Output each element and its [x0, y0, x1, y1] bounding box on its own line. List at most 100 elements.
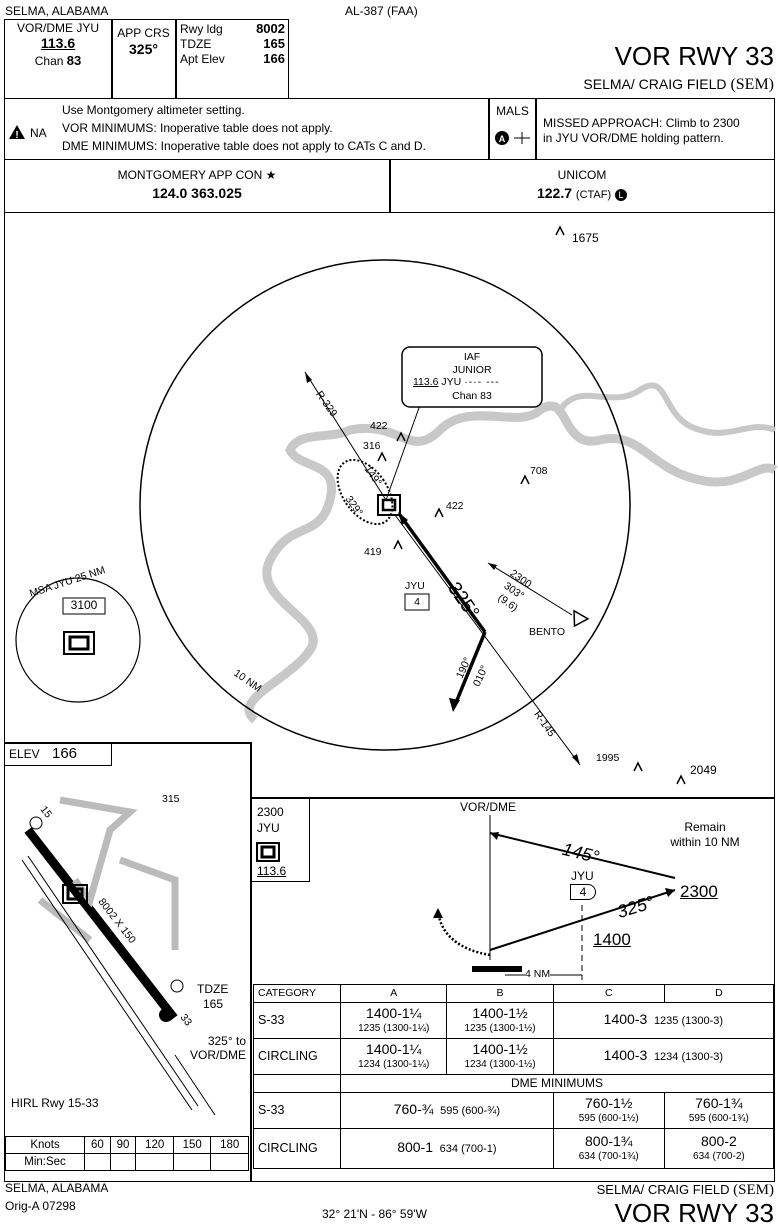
profile-alt: 2300	[257, 805, 284, 819]
river-branch	[557, 382, 777, 436]
dme-circ-c-main: 800-1¾	[585, 1132, 633, 1149]
circ-cd-sub: 1234 (1300-3)	[653, 1051, 724, 1063]
iaf-box	[401, 346, 543, 408]
junior-id: JYU	[441, 376, 462, 388]
vor-dme-icon	[377, 494, 401, 516]
morse-icon: ·-·- ---	[464, 376, 500, 388]
mals-label: MALS	[496, 104, 529, 118]
rwy15-lighting-icon	[29, 816, 43, 830]
profile-runway	[472, 966, 522, 972]
unicom-freq-row: 122.7 (CTAF) L	[390, 185, 774, 201]
app-crs-label: APP CRS	[117, 26, 170, 40]
knots-90: 90	[109, 1136, 137, 1154]
dme-s33-label: S-33	[252, 1092, 342, 1129]
jyu-dme-label: JYU	[405, 580, 425, 592]
runway-15-33	[24, 827, 178, 1021]
junior-label: JUNIOR	[452, 364, 492, 376]
hirl-label: HIRL Rwy 15-33	[11, 1096, 99, 1110]
circ-b-sub: 1234 (1300-1½)	[464, 1058, 536, 1070]
profile-dme: 4	[570, 884, 596, 900]
knots-60: 60	[84, 1136, 111, 1154]
missed-line-2: in JYU VOR/DME holding pattern.	[543, 131, 724, 145]
elev-value: 166	[52, 745, 78, 762]
note-line-2: VOR MINIMUMS: Inoperative table does not…	[62, 121, 333, 135]
airport-name: SELMA/ CRAIG FIELD	[583, 76, 727, 92]
row-circling-label: CIRCLING	[252, 1038, 342, 1075]
crs-note-2: VOR/DME	[189, 1048, 246, 1062]
rwy33-approach-light-icon	[159, 1008, 173, 1022]
final-course-line	[398, 513, 487, 634]
s33-cd-sub: 1235 (1300-3)	[653, 1015, 724, 1027]
jyu-dme-value: 4	[414, 596, 420, 608]
chart-airport: SELMA/ CRAIG FIELD (SEM)	[420, 76, 774, 94]
obstacle-icons	[377, 225, 686, 785]
footer-coords: 32° 21'N - 86° 59'W	[322, 1207, 427, 1221]
footer-orig: Orig-A 07298	[5, 1199, 76, 1213]
header-location: SELMA, ALABAMA	[5, 4, 109, 18]
app-con-freq: 124.0 363.025	[152, 185, 242, 201]
unicom-label: UNICOM	[557, 168, 607, 182]
elev-419: 419	[364, 546, 382, 558]
unicom-ctaf: (CTAF)	[575, 189, 612, 201]
cat-a: A	[340, 984, 448, 1003]
tdze-value: 165	[263, 36, 285, 51]
knots-header: Knots	[4, 1136, 86, 1154]
dme-circ-c-sub: 634 (700-1¾)	[578, 1150, 639, 1162]
elev-1995: 1995	[596, 752, 620, 764]
app-con-label: MONTGOMERY APP CON ★	[117, 168, 277, 182]
dme-s33-d-main: 760-1¾	[695, 1094, 743, 1111]
knots-120: 120	[135, 1136, 174, 1154]
knots-table: Knots 60 90 120 150 180 Min:Sec	[4, 1136, 249, 1171]
msa-vor-icon	[63, 631, 95, 655]
unicom-freq: 122.7	[536, 185, 573, 201]
hold-alt: 2300	[680, 882, 718, 901]
footer-airport: SELMA/ CRAIG FIELD (SEM)	[420, 1182, 774, 1199]
elev-422b: 422	[446, 500, 464, 512]
s33-a-main: 1400-1¼	[366, 1004, 422, 1021]
procedure-id: AL-387 (FAA)	[345, 4, 418, 18]
bento-feeder	[487, 562, 573, 616]
knots-150: 150	[172, 1136, 212, 1154]
nav-chan-label: Chan	[34, 54, 64, 68]
cat-b: B	[446, 984, 554, 1003]
rwy33-lighting-icon	[170, 979, 184, 993]
svg-text:!: !	[15, 130, 18, 140]
r145-line	[394, 514, 581, 766]
remain-2: within 10 NM	[670, 835, 740, 849]
dme-circ-d-sub: 634 (700-2)	[693, 1150, 745, 1162]
dme-s33-ab-sub: 595 (600-¾)	[440, 1105, 501, 1117]
nav-info-box	[4, 19, 289, 98]
bento-label: BENTO	[529, 626, 565, 638]
profile-fix: JYU	[257, 821, 280, 835]
min-sec-label: Min:Sec	[4, 1153, 86, 1171]
ctaf-icon: L	[615, 189, 628, 201]
crs-note-1: 325° to	[207, 1034, 246, 1048]
holding-pattern	[336, 458, 394, 526]
apt-elev-value: 166	[263, 51, 285, 66]
profile-outbound	[489, 832, 676, 879]
s33-a-sub: 1235 (1300-1¼)	[358, 1022, 430, 1034]
dme-circ-ab-sub: 634 (700-1)	[439, 1143, 497, 1155]
svg-text:A: A	[499, 134, 506, 144]
ten-nm-ring	[139, 259, 631, 751]
dme-s33-d-sub: 595 (600-1¾)	[688, 1112, 749, 1124]
category-label: CATEGORY	[252, 984, 342, 1003]
na-label: NA	[30, 126, 47, 140]
procedure-turn	[453, 631, 487, 706]
bento-fix-icon	[573, 609, 590, 628]
dme-circling-label: CIRCLING	[252, 1128, 342, 1169]
chart-frame	[4, 212, 775, 1182]
circ-b-main: 1400-1½	[472, 1040, 528, 1057]
cat-c: C	[552, 984, 665, 1003]
profile-vor-icon	[256, 842, 280, 862]
s33-b-main: 1400-1½	[472, 1004, 528, 1021]
circ-a-main: 1400-1¼	[366, 1040, 422, 1057]
missed-line-1: MISSED APPROACH: Climb to 2300	[543, 116, 740, 130]
junior-chan: Chan 83	[452, 390, 492, 402]
elev-label: ELEV	[9, 747, 40, 761]
cat-d: D	[663, 984, 775, 1003]
s33-b-sub: 1235 (1300-1½)	[464, 1022, 536, 1034]
airport-id: (SEM)	[730, 76, 774, 93]
